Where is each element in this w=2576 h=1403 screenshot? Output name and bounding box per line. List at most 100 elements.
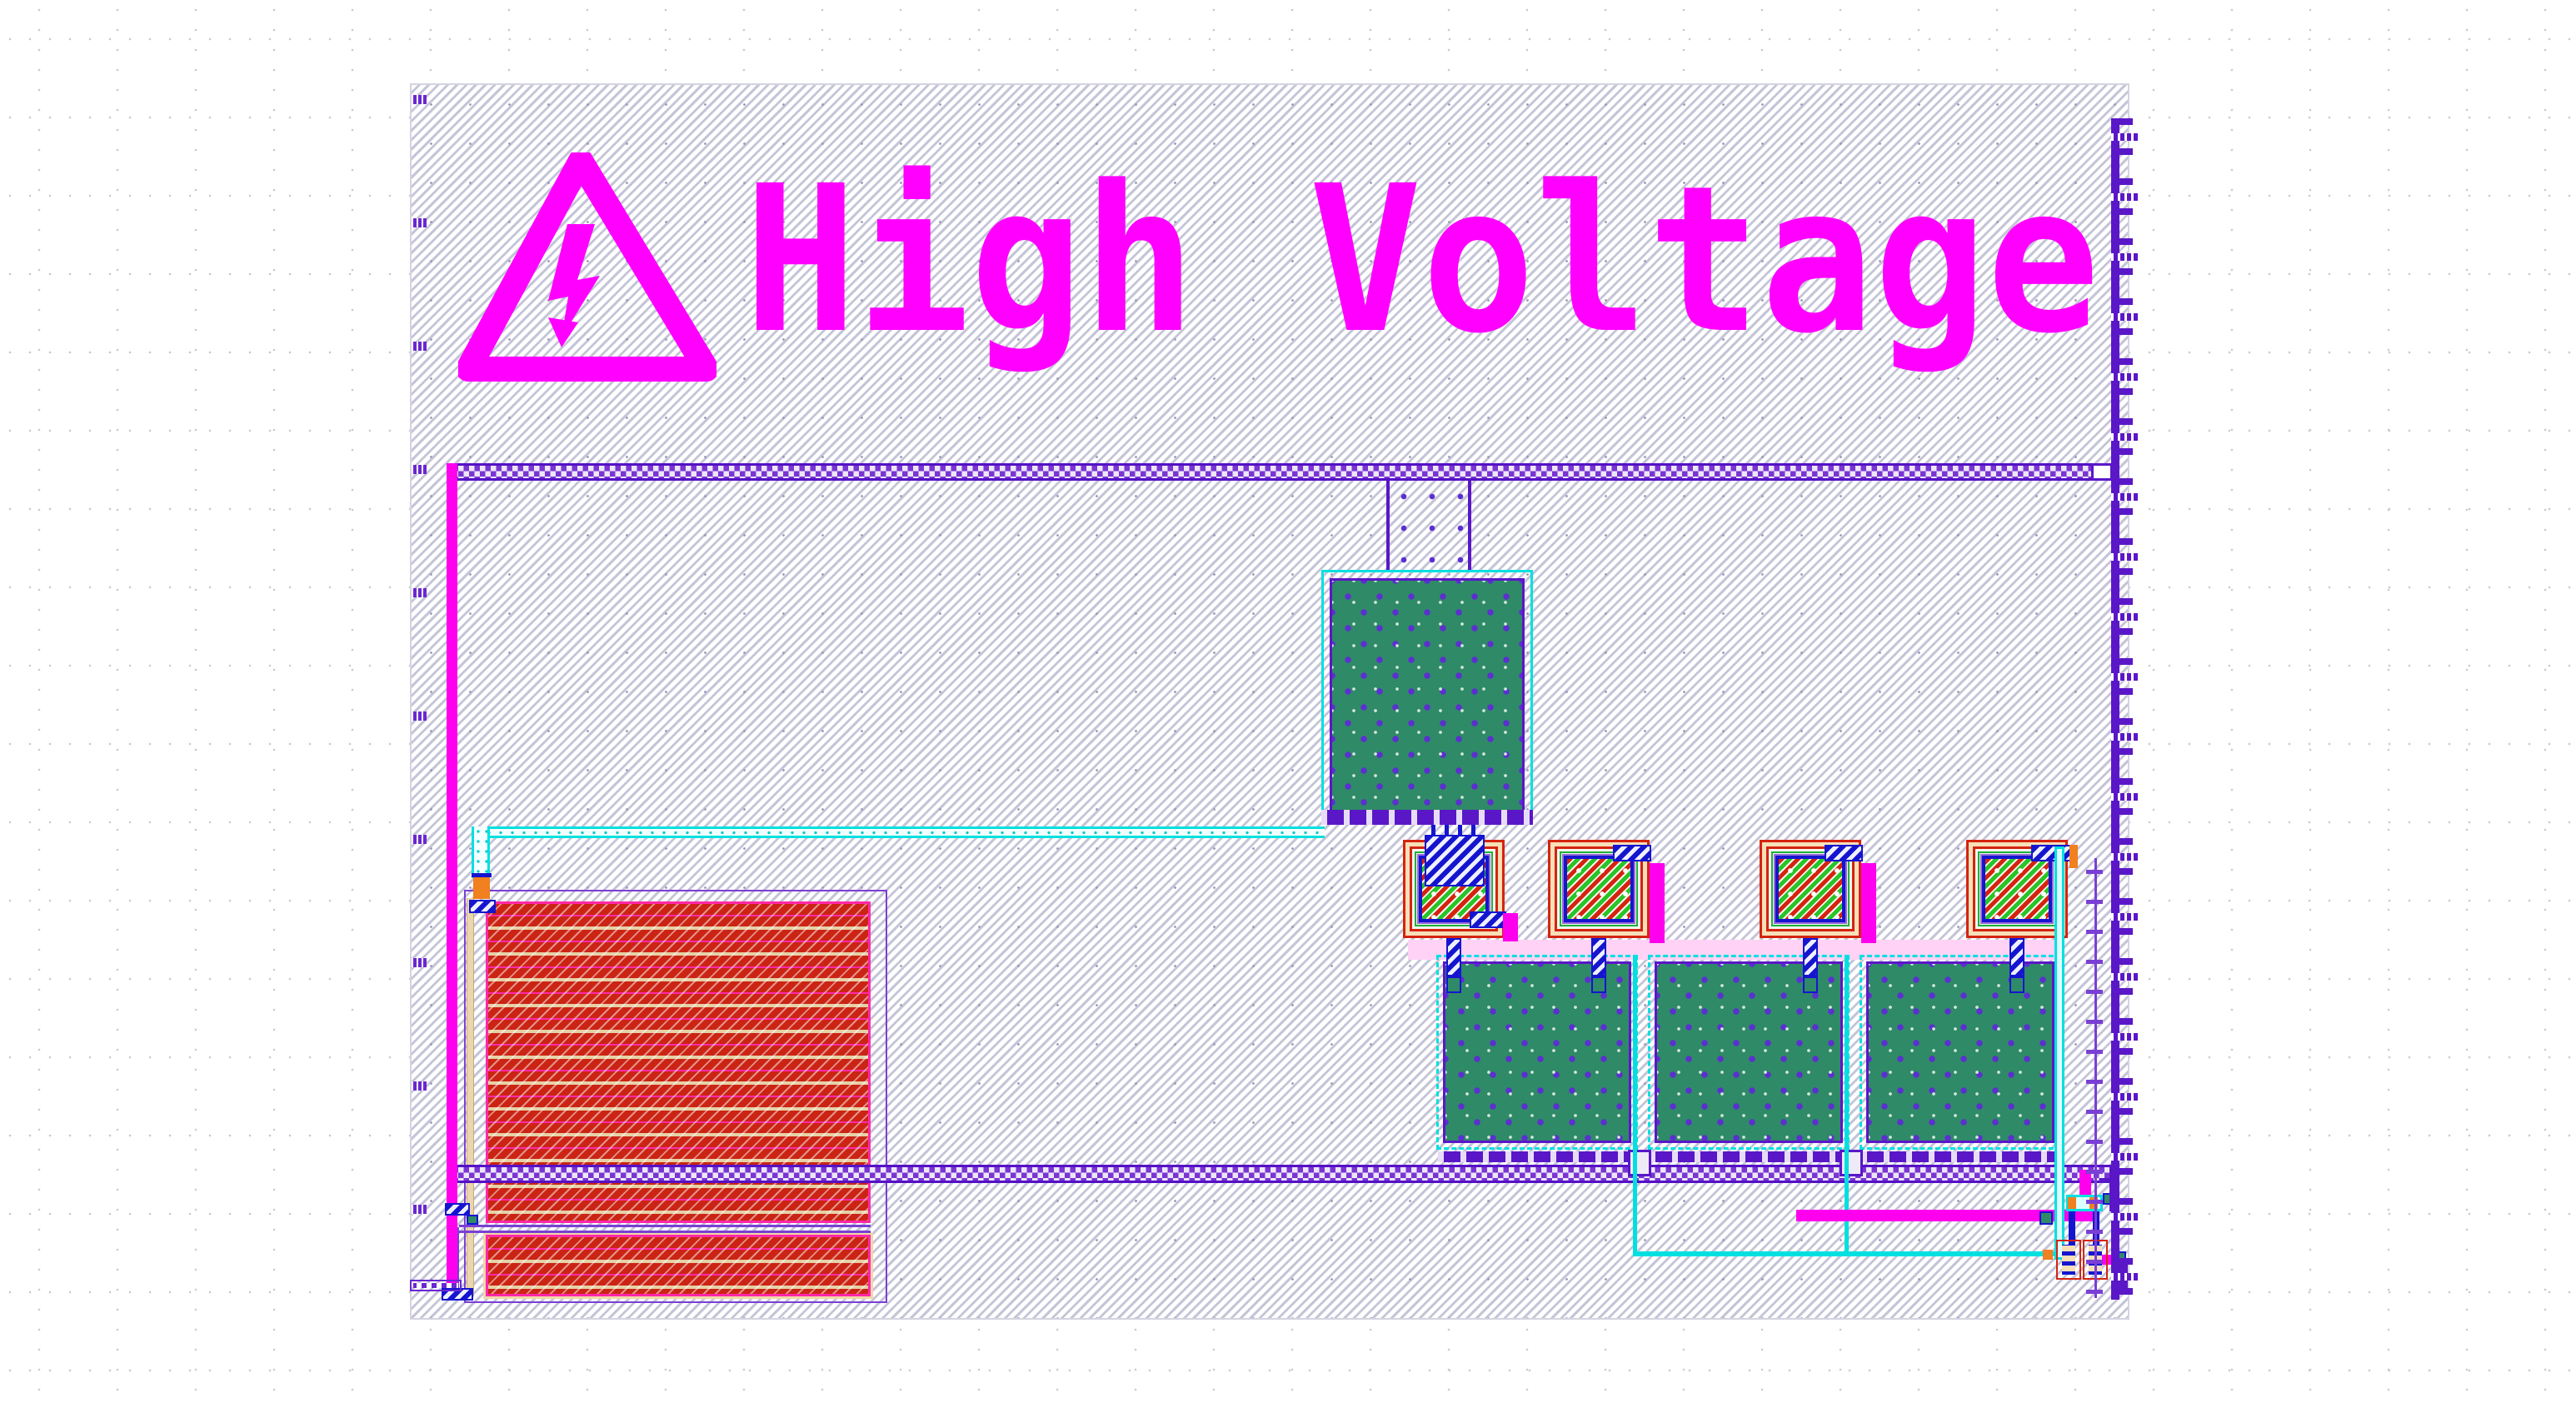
bond-pad xyxy=(1548,840,1650,938)
ladder-tick xyxy=(2111,208,2133,215)
edge-marker xyxy=(412,465,427,474)
edge-marker xyxy=(412,835,427,844)
via-foot xyxy=(1803,976,1818,993)
ladder-tick-badge xyxy=(2111,1153,2139,1161)
ladder-tick xyxy=(2111,298,2133,305)
device-block xyxy=(1648,955,1850,1150)
device-block-fill xyxy=(1866,961,2054,1143)
ladder-cross-dash xyxy=(2086,1140,2103,1144)
ladder-tick xyxy=(2111,1108,2133,1115)
pad-ring xyxy=(1562,854,1635,924)
ladder-cross-dash xyxy=(2086,960,2103,964)
purple-elbow xyxy=(2099,1178,2119,1183)
ladder-cross-dash xyxy=(2086,1110,2103,1114)
magenta-pad-stub xyxy=(1650,863,1665,943)
ladder-tick xyxy=(2111,898,2133,905)
ladder-tick-badge xyxy=(2111,973,2139,981)
ladder-tick-badge xyxy=(2111,853,2139,861)
cyan-bus-vertical xyxy=(1845,955,1849,1255)
magenta-pad-stub xyxy=(1861,863,1876,943)
ladder-tick xyxy=(2111,478,2133,485)
ladder-cross-dash xyxy=(2086,1080,2103,1084)
red-resistor-lower xyxy=(486,1235,871,1296)
ladder-tick xyxy=(2111,778,2133,785)
ladder-tick xyxy=(2111,628,2133,635)
edge-marker xyxy=(412,958,427,967)
pad-bottom-via xyxy=(1446,938,1461,976)
ladder-tick-badge xyxy=(2111,613,2139,621)
metal-rail-top xyxy=(447,463,2091,481)
ladder-cross-dash xyxy=(2086,930,2103,934)
block-bottom-bar xyxy=(1861,1151,2059,1162)
ladder-tick-badge xyxy=(2111,913,2139,921)
ladder-cross-dash xyxy=(2086,900,2103,904)
pad-tab xyxy=(1825,845,1863,861)
navy-drop-line xyxy=(2069,1211,2075,1251)
ladder-cross-dash xyxy=(2086,1260,2103,1264)
ladder-tick xyxy=(2111,388,2133,395)
ladder-tick xyxy=(2111,748,2133,755)
magenta-supply-line xyxy=(447,463,457,1298)
ladder-tick xyxy=(2111,598,2133,605)
orange-contact-top xyxy=(473,877,490,899)
ladder-tick xyxy=(2111,1288,2133,1295)
pad-tab xyxy=(1470,911,1506,928)
orange-via xyxy=(2043,1250,2053,1260)
blue-via-array xyxy=(469,900,496,913)
pad-ring xyxy=(1980,854,2054,924)
via-foot xyxy=(1446,976,1461,993)
purple-thin-line xyxy=(459,1231,871,1233)
cyan-bus-horizontal xyxy=(1633,1251,2061,1256)
block-gap-connector xyxy=(1840,1150,1863,1176)
ladder-cross-dash xyxy=(2086,1170,2103,1174)
cyan-bus-vertical xyxy=(1633,955,1637,1255)
rail-end-box xyxy=(2091,463,2113,481)
ladder-tick xyxy=(2111,1168,2133,1175)
ladder-cross-dash xyxy=(2086,990,2103,994)
pad-bottom-via xyxy=(2009,938,2024,976)
ladder-tick-badge xyxy=(2111,553,2139,561)
block-bottom-bar xyxy=(1650,1151,1848,1162)
purple-thin-line xyxy=(459,1225,871,1227)
ladder-tick xyxy=(2111,508,2133,515)
device-block xyxy=(1436,955,1638,1150)
high-voltage-label: High Voltage xyxy=(744,142,2100,378)
ladder-tick-badge xyxy=(2111,313,2139,321)
ladder-tick-badge xyxy=(2111,433,2139,441)
cyan-wire-vertical xyxy=(472,826,490,878)
ladder-tick xyxy=(2111,1228,2133,1235)
implant-connector xyxy=(1386,481,1471,571)
block-bottom-bar xyxy=(1438,1151,1636,1162)
cyan-pad4-line xyxy=(2054,846,2064,1260)
pad-ring xyxy=(1564,856,1634,922)
ladder-tick xyxy=(2111,868,2133,875)
top-device-fill xyxy=(1330,578,1525,816)
ladder-tick xyxy=(2111,718,2133,725)
ladder-tick-badge xyxy=(2111,253,2139,261)
ladder-tick xyxy=(2111,358,2133,365)
ladder-tick xyxy=(2111,928,2133,935)
ladder-cross-dash xyxy=(2086,1200,2103,1204)
ladder-tick xyxy=(2111,808,2133,815)
ladder-tick xyxy=(2111,958,2133,965)
metal-rail-bottom xyxy=(447,1165,2111,1183)
teal-chip xyxy=(2039,1211,2053,1225)
ladder-tick xyxy=(2111,988,2133,995)
ladder-tick xyxy=(2111,1048,2133,1055)
ladder-tick xyxy=(2111,538,2133,545)
magenta-bus-horizontal xyxy=(1796,1210,2099,1221)
ladder-tick-badge xyxy=(2111,193,2139,201)
edge-marker xyxy=(412,342,427,351)
device-block-fill xyxy=(1443,961,1631,1143)
ladder-tick xyxy=(2111,178,2133,185)
ladder-tick xyxy=(2111,1258,2133,1265)
ladder-tick-badge xyxy=(2111,133,2139,141)
device-block xyxy=(1860,955,2061,1150)
ladder-tick xyxy=(2111,658,2133,665)
ladder-tick xyxy=(2111,1018,2133,1025)
pad-ring xyxy=(1560,851,1638,926)
ladder-tick-badge xyxy=(2111,1093,2139,1101)
ladder-tick xyxy=(2111,118,2133,125)
blue-via-array xyxy=(445,1203,470,1216)
